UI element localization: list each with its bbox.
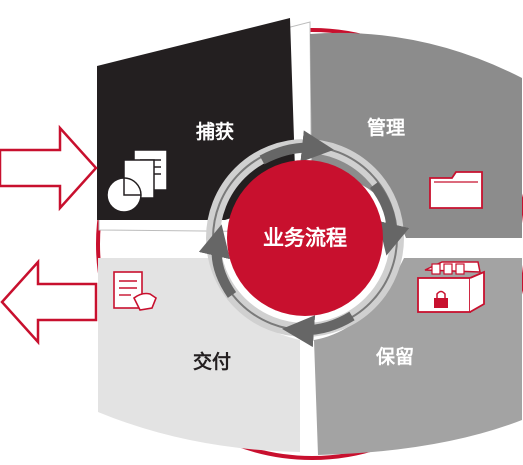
document-capture-icon (106, 149, 168, 213)
segment-manage-label: 管理 (367, 116, 405, 139)
cycle-arrow-retain-deliver (282, 311, 355, 348)
arrow-left-icon (0, 258, 98, 346)
segment-deliver-label: 交付 (193, 350, 231, 373)
outer-ring (96, 28, 523, 460)
document-hand-icon (113, 271, 157, 311)
arrow-right-icon (0, 124, 98, 212)
cycle-arrow-capture-manage (259, 130, 334, 165)
folder-icon (429, 171, 483, 209)
file-box-icon (417, 261, 485, 313)
center-label: 业务流程 (263, 226, 347, 250)
center-circle (227, 160, 383, 316)
segment-capture-label: 捕获 (196, 120, 234, 143)
cycle-arrow-deliver-capture (198, 224, 237, 298)
segment-retain-label: 保留 (375, 345, 414, 368)
cycle-arrow-manage-retain (369, 181, 410, 256)
